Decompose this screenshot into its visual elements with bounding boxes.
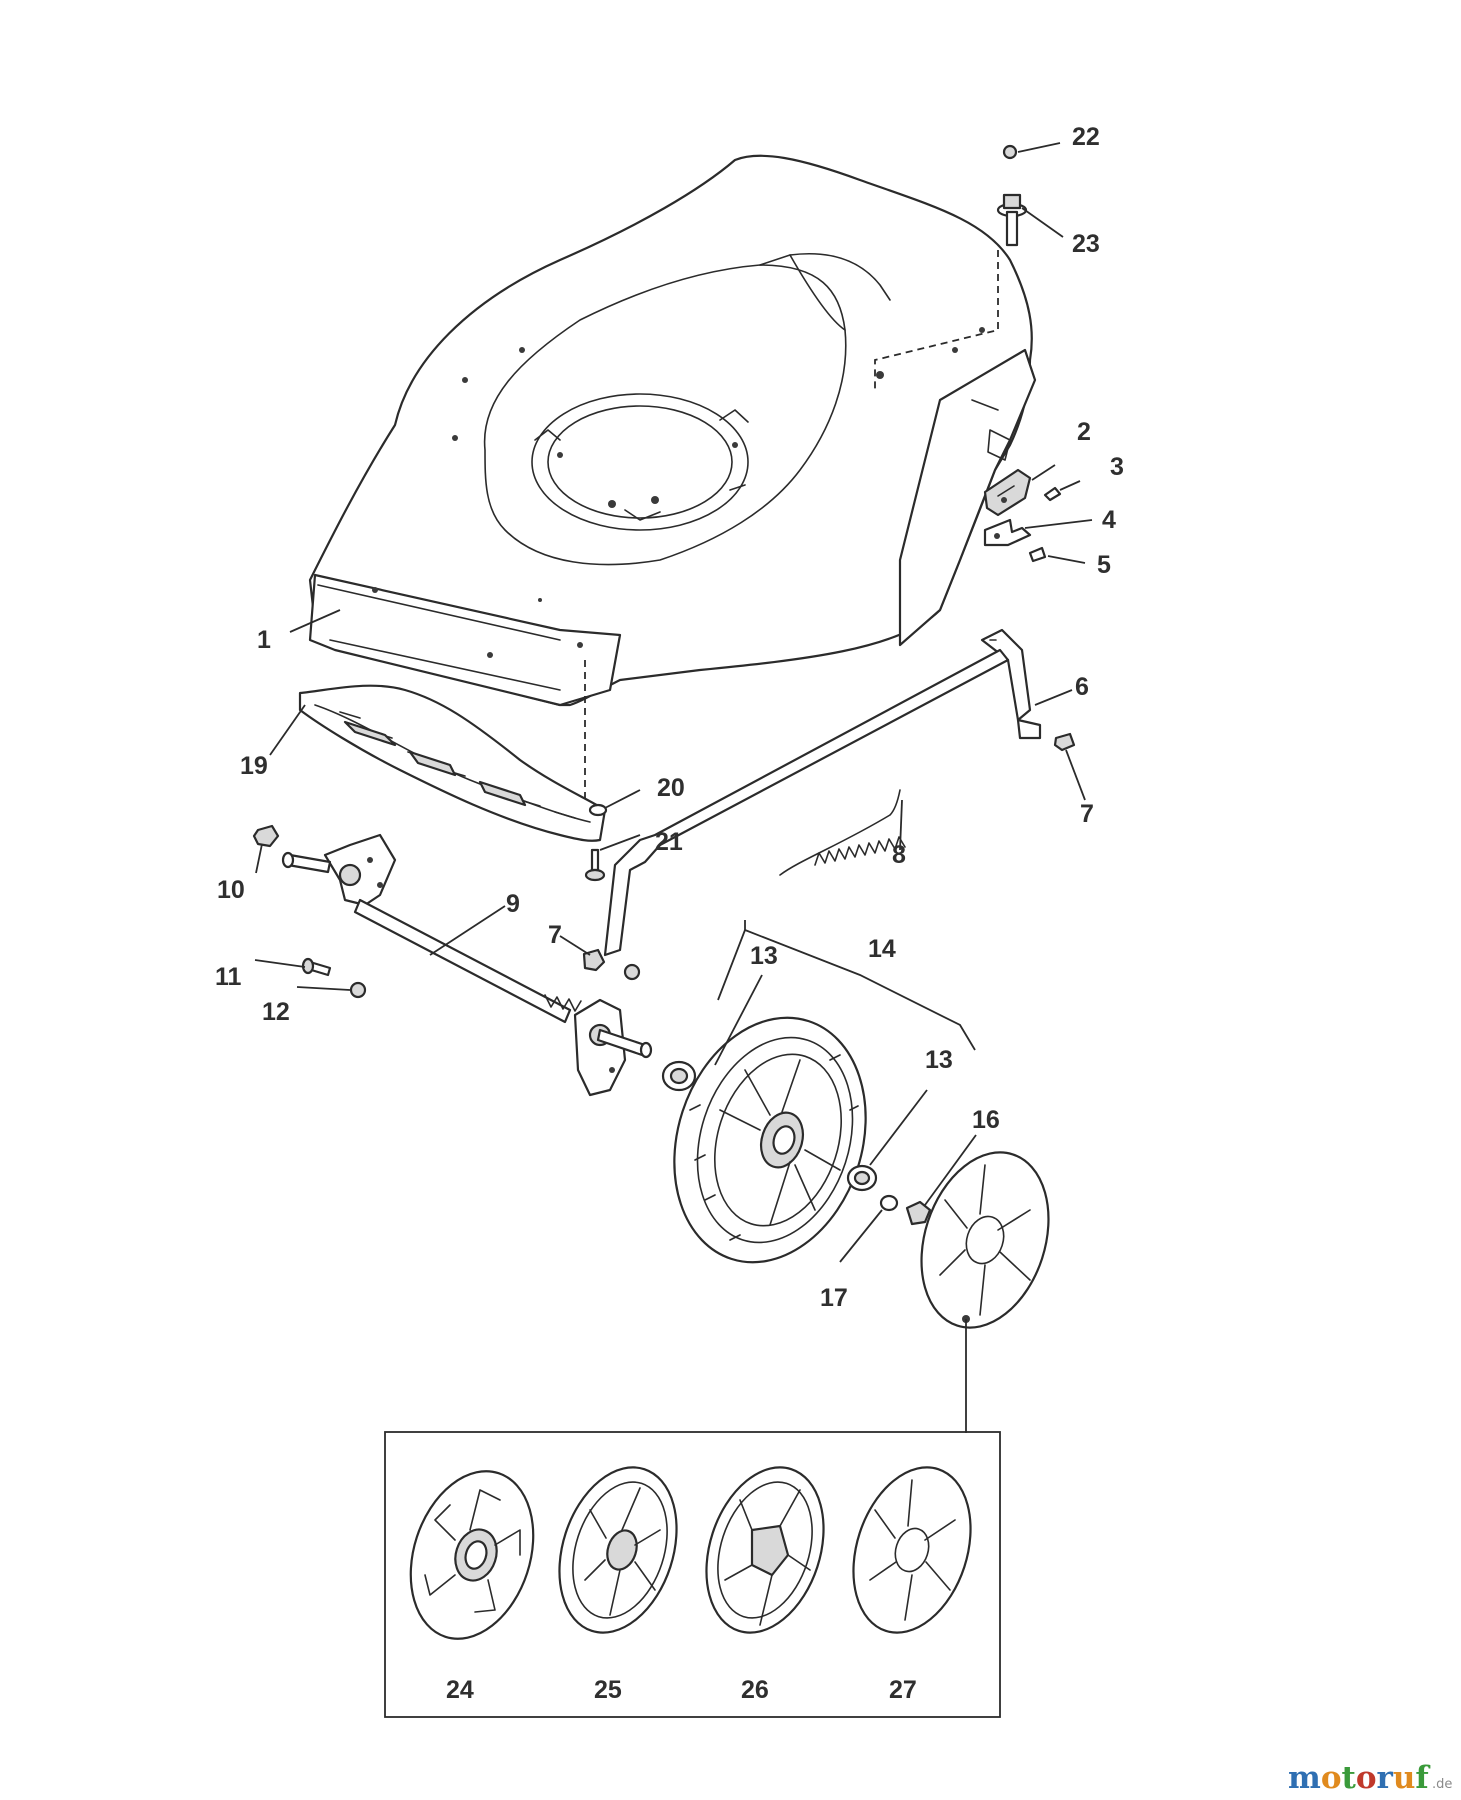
wheel-assembly <box>661 1016 932 1264</box>
callout-9: 9 <box>506 890 520 918</box>
wm-letter: o <box>1321 1760 1342 1796</box>
callout-13-right: 13 <box>925 1046 953 1074</box>
svg-text:motoruf: motoruf <box>1288 1760 1430 1796</box>
wm-letter: t <box>1342 1760 1357 1796</box>
wm-letter: f <box>1415 1760 1430 1796</box>
callout-26: 26 <box>741 1676 769 1704</box>
nut-7-right <box>1053 732 1076 752</box>
washer-20 <box>588 803 608 817</box>
watermark-logo: motoruf .de <box>1288 1760 1452 1796</box>
leader-lines <box>254 142 1093 1263</box>
callout-7-center: 7 <box>548 921 562 949</box>
hub-cap-27 <box>852 1466 972 1634</box>
callout-8: 8 <box>892 841 906 869</box>
wm-letter: r <box>1377 1760 1394 1796</box>
callout-6: 6 <box>1075 673 1089 701</box>
bracket-14 <box>744 920 976 1051</box>
callout-14: 14 <box>868 935 896 963</box>
callout-22: 22 <box>1072 123 1100 151</box>
callout-25: 25 <box>594 1676 622 1704</box>
callout-13-left: 13 <box>750 942 778 970</box>
callout-7-right: 7 <box>1080 800 1094 828</box>
rear-lever-bar <box>603 628 1042 981</box>
hub-cap-25 <box>558 1466 678 1634</box>
tension-spring <box>779 789 906 876</box>
nut-12 <box>349 981 367 999</box>
callout-1: 1 <box>257 626 271 654</box>
callout-17: 17 <box>820 1284 848 1312</box>
height-adjuster-parts <box>983 468 1062 563</box>
hub-cap-26 <box>705 1466 825 1634</box>
hub-cap-24 <box>409 1470 535 1640</box>
callout-24: 24 <box>446 1676 474 1704</box>
callout-5: 5 <box>1097 551 1111 579</box>
wm-letter: o <box>1356 1760 1377 1796</box>
callout-10: 10 <box>217 876 245 904</box>
wm-letter: u <box>1393 1760 1416 1796</box>
callout-21: 21 <box>655 828 683 856</box>
callout-12: 12 <box>262 998 290 1026</box>
pivot-pin-assembly <box>996 144 1028 247</box>
callout-11: 11 <box>215 963 242 991</box>
hub-cap-variants-box <box>384 1431 1001 1718</box>
mower-deck <box>308 154 1037 707</box>
front-flap <box>298 684 607 842</box>
wm-suffix: .de <box>1432 1777 1452 1792</box>
callout-16: 16 <box>972 1106 1000 1134</box>
bolt-11 <box>301 957 332 977</box>
callout-20: 20 <box>657 774 685 802</box>
front-axle <box>281 833 653 1097</box>
hub-cap-fitted <box>920 1151 1050 1329</box>
callout-2: 2 <box>1077 418 1091 446</box>
nut-10 <box>252 824 280 848</box>
callout-4: 4 <box>1102 506 1116 534</box>
callout-23: 23 <box>1072 230 1100 258</box>
alignment-line-rear <box>874 250 999 390</box>
callout-numbers: 1 2 3 4 5 6 7 7 8 9 7 10 11 12 13 13 14 … <box>215 123 1124 1704</box>
wm-letter: m <box>1288 1760 1321 1796</box>
callout-27: 27 <box>889 1676 917 1704</box>
callout-3: 3 <box>1110 453 1124 481</box>
callout-19: 19 <box>240 752 268 780</box>
screw-21 <box>584 848 606 882</box>
